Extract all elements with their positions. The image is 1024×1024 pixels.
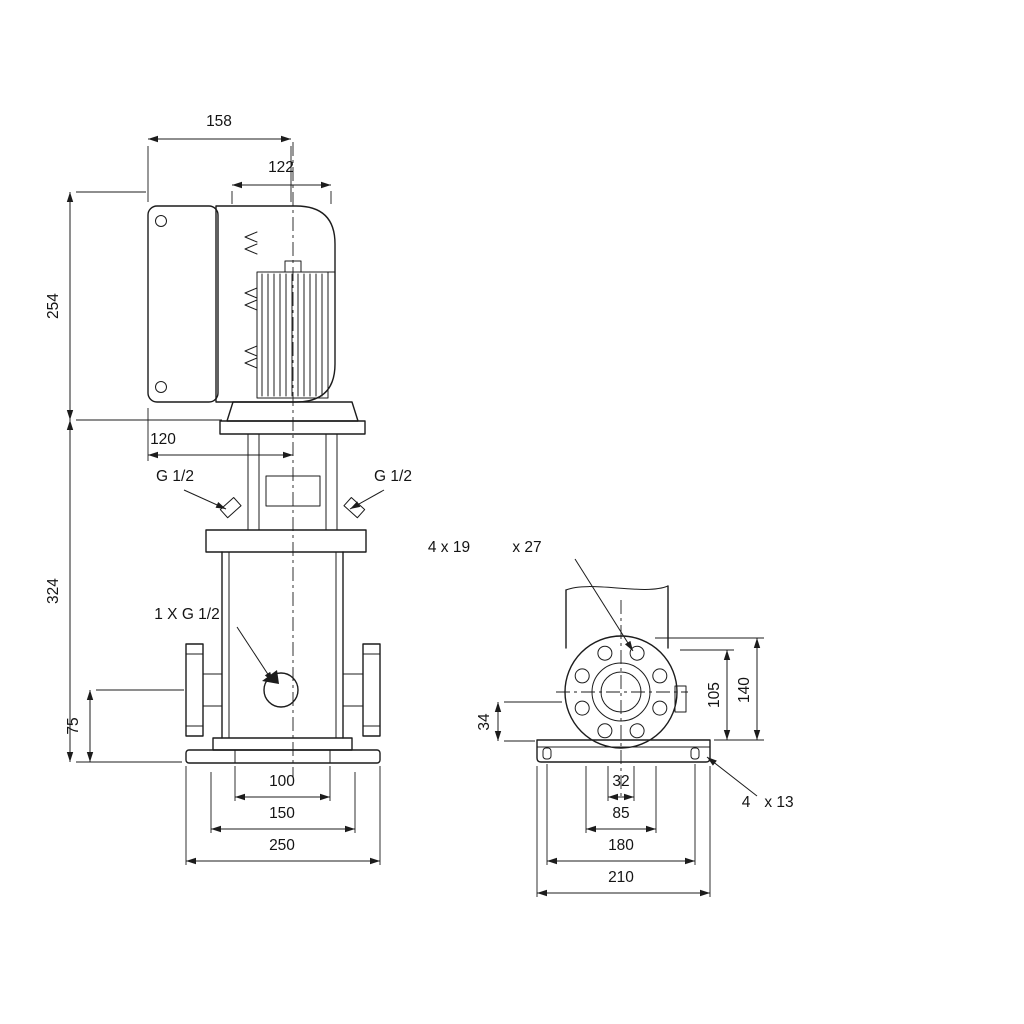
chamber-stack: [565, 585, 669, 649]
dim-150: 150: [210, 772, 356, 833]
dim-34: 34: [476, 701, 562, 742]
dim-34-label: 34: [476, 713, 493, 731]
dim-158: 158: [147, 113, 292, 202]
flow-arrow-icon: [262, 670, 279, 684]
dim-254: 254: [45, 191, 222, 421]
dim-120-label: 120: [150, 431, 176, 448]
dim-140-label: 140: [736, 677, 753, 703]
motor-clips: [244, 231, 258, 369]
dim-180: 180: [546, 764, 696, 865]
dim-150-label: 150: [269, 805, 295, 822]
dim-85: 85: [585, 766, 657, 833]
bolt-holes: [574, 645, 668, 739]
dim-122: 122: [231, 159, 332, 204]
dim-210-label: 210: [608, 869, 634, 886]
flange-left: [185, 643, 223, 737]
dim-140: 140: [655, 637, 764, 740]
side-view: 4 x 19 x 27 4 x 13 34 105 140: [428, 539, 794, 897]
dim-324: 324: [45, 420, 182, 763]
dim-324-label: 324: [45, 578, 62, 604]
dim-254-label: 254: [45, 293, 62, 319]
front-view: 158 122 254 324 120 75 G 1/2: [45, 113, 412, 865]
flange-side-tab: [674, 685, 687, 713]
dim-120: 120: [147, 408, 293, 461]
side-flange: [564, 635, 687, 749]
dim-158-label: 158: [206, 113, 232, 130]
dim-75-label: 75: [65, 717, 82, 734]
port-right-label: G 1/2: [374, 468, 412, 485]
dim-250-label: 250: [269, 837, 295, 854]
port-left-label: G 1/2: [156, 468, 194, 485]
base-holes-label-a: 4: [742, 794, 751, 811]
label-flange-holes: 4 x 19 x 27: [428, 539, 634, 652]
dim-32: 32: [607, 766, 635, 801]
dim-250: 250: [185, 766, 381, 865]
vent-plug-left: [219, 497, 242, 519]
label-base-holes: 4 x 13: [706, 756, 794, 811]
dim-105-label: 105: [706, 682, 723, 708]
motor-fins: [261, 273, 323, 397]
dim-32-label: 32: [612, 773, 629, 790]
flange-holes-label-b: x 27: [512, 539, 541, 556]
dim-210: 210: [536, 766, 711, 897]
motor-stool: [219, 401, 366, 531]
motor-body: [215, 205, 336, 403]
dim-100-label: 100: [269, 773, 295, 790]
label-g12-right: G 1/2: [349, 468, 412, 510]
base-holes-label-b: x 13: [764, 794, 793, 811]
base-side: [536, 739, 711, 763]
label-g12-left: G 1/2: [156, 468, 227, 510]
flange-right: [342, 643, 381, 737]
flange-holes-label-a: 4 x 19: [428, 539, 470, 556]
dim-100: 100: [234, 766, 331, 801]
staybolts: [228, 551, 337, 739]
pump-head-flange: [205, 529, 367, 553]
vent-plug-right: [343, 497, 366, 519]
dim-85-label: 85: [612, 805, 629, 822]
dim-180-label: 180: [608, 837, 634, 854]
terminal-box: [147, 205, 219, 403]
base-front: [185, 737, 381, 764]
dim-75: 75: [65, 689, 184, 762]
drain-label: 1 X G 1/2: [154, 606, 219, 623]
dim-105: 105: [680, 649, 764, 741]
pump-sleeve: [221, 551, 344, 739]
label-drain: 1 X G 1/2: [154, 606, 274, 683]
dim-122-label: 122: [268, 159, 294, 176]
